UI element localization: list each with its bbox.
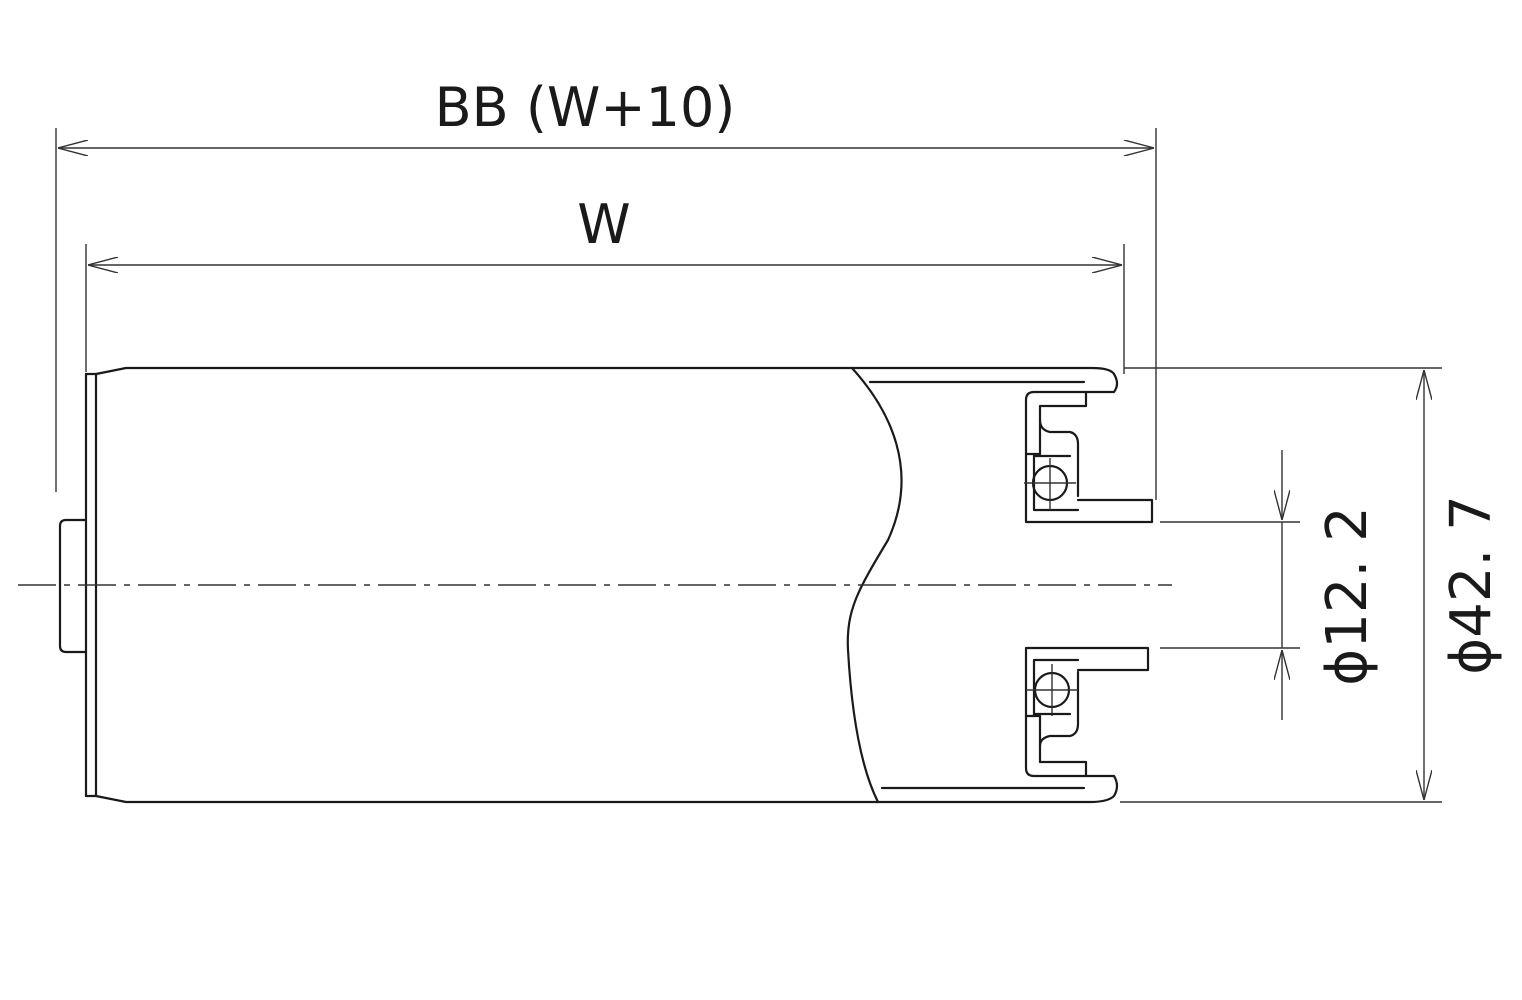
shaft-end — [58, 518, 88, 654]
width-label: W — [577, 193, 630, 256]
tube-diameter-label: ϕ42. 7 — [1439, 495, 1504, 674]
bearing-top — [1024, 390, 1154, 524]
tube-diameter-dimension: ϕ42. 7 — [1120, 367, 1504, 803]
tube-body — [84, 366, 1119, 804]
overall-length-label: BB (W+10) — [435, 76, 736, 139]
bore-diameter-dimension: ϕ12. 2 — [1160, 450, 1380, 720]
overall-length-dimension: BB (W+10) — [55, 76, 1157, 500]
bearing-bottom — [1024, 646, 1150, 778]
break-line — [846, 366, 903, 804]
width-dimension: W — [85, 193, 1125, 374]
bore-diameter-label: ϕ12. 2 — [1315, 506, 1380, 685]
